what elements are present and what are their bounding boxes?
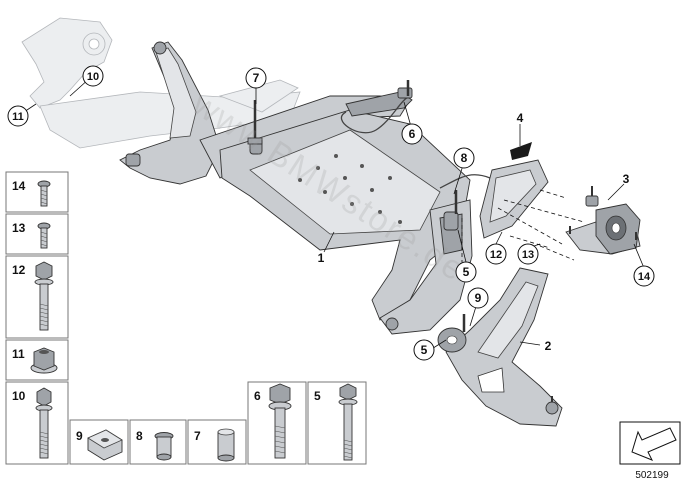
sleeve-8-icon	[154, 432, 174, 461]
bolt-10-icon	[35, 387, 53, 459]
legend-label: 11	[12, 347, 25, 361]
callout-6: 6	[401, 123, 423, 145]
bolt-14-icon	[37, 180, 51, 207]
callout-label: 10	[87, 71, 99, 83]
callout-12: 12	[485, 243, 507, 265]
callout-1: 1	[318, 251, 325, 265]
callout-label: 9	[475, 291, 482, 305]
callout-11: 11	[7, 105, 29, 127]
legend-cell-6	[247, 381, 307, 465]
legend-label: 8	[136, 429, 143, 443]
callout-9: 9	[467, 287, 489, 309]
callout-label: 2	[545, 339, 552, 353]
legend-cell-13	[5, 213, 69, 255]
callout-3: 3	[623, 172, 630, 186]
callout-4: 4	[517, 111, 524, 125]
legend-label: 7	[194, 429, 201, 443]
legend-cell-5	[307, 381, 367, 465]
callout-5-lower: 5	[413, 339, 435, 361]
legend-cell-12	[5, 255, 69, 339]
callout-label: 5	[421, 343, 428, 357]
callout-label: 8	[461, 151, 468, 165]
brace-plate	[479, 142, 549, 239]
callout-2: 2	[545, 339, 552, 353]
legend-label: 5	[314, 389, 321, 403]
callout-label: 7	[253, 71, 260, 85]
callout-label: 13	[522, 249, 534, 261]
bolt-6-icon	[268, 383, 292, 459]
callout-label: 6	[409, 127, 416, 141]
callout-13: 13	[517, 243, 539, 265]
loose-bolts	[247, 80, 466, 332]
callout-label: 12	[490, 249, 502, 261]
parts-legend: 14 13 12 11 10 9 8 7 6 5	[5, 171, 367, 465]
bolt-5-icon	[338, 383, 358, 461]
direction-arrow-icon	[619, 421, 681, 465]
front-axle-carrier	[119, 41, 498, 335]
legend-cell-9	[69, 419, 129, 465]
bolt-13-icon	[37, 222, 51, 249]
legend-label: 6	[254, 389, 261, 403]
legend-cell-7	[187, 419, 247, 465]
callout-label: 4	[517, 111, 524, 125]
sleeve-7-icon	[217, 428, 235, 462]
callout-label: 5	[463, 265, 470, 279]
control-arm	[437, 267, 563, 427]
legend-cell-14	[5, 171, 69, 213]
callout-label: 3	[623, 172, 630, 186]
callout-14: 14	[633, 265, 655, 287]
callout-7: 7	[245, 67, 267, 89]
legend-cell-11	[5, 339, 69, 381]
bolt-12-icon	[34, 261, 54, 331]
square-nut-9-icon	[87, 429, 123, 461]
callout-10: 10	[82, 65, 104, 87]
assembly-lines	[461, 189, 585, 262]
legend-cell-8	[129, 419, 187, 465]
rubber-mount	[565, 186, 641, 255]
nut-11-icon	[30, 347, 58, 374]
callout-label: 11	[12, 111, 24, 123]
legend-label: 9	[76, 429, 83, 443]
legend-label: 14	[12, 179, 26, 193]
legend-label: 12	[12, 263, 26, 277]
legend-label: 10	[12, 389, 26, 403]
callout-label: 14	[638, 271, 651, 283]
callout-label: 1	[318, 251, 325, 265]
legend-label: 13	[12, 221, 26, 235]
document-number: 502199	[635, 470, 669, 481]
legend-cell-10	[5, 381, 69, 465]
callout-8: 8	[453, 147, 475, 169]
callout-5-upper: 5	[455, 261, 477, 283]
